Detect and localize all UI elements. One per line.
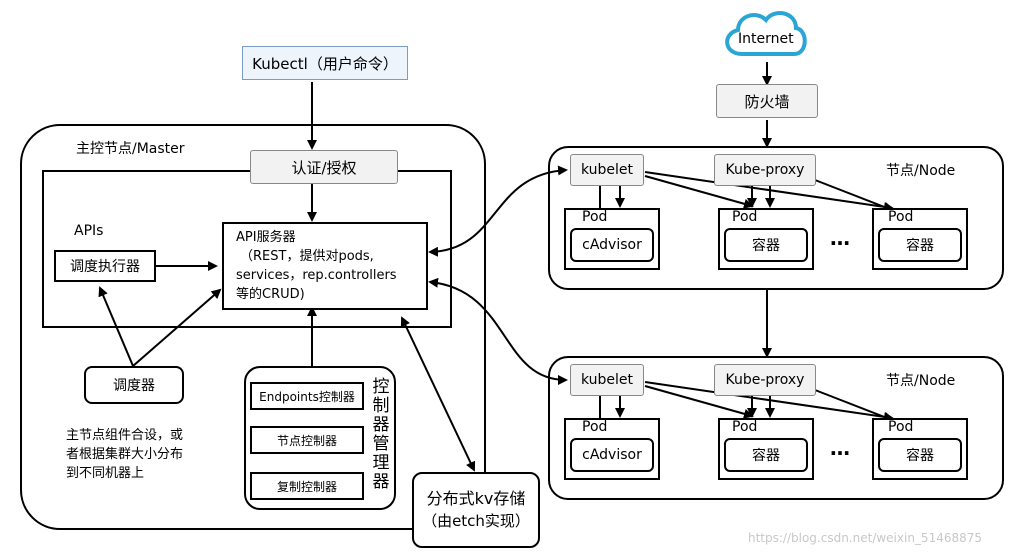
scheduler-exec-box: 调度执行器 [54, 250, 156, 282]
kv-store-line1: 分布式kv存储 [426, 489, 526, 508]
node2-title: 节点/Node [886, 373, 956, 389]
kv-store-box: 分布式kv存储 （由etch实现） [412, 472, 540, 548]
node2-pod-2-label: Pod [732, 419, 758, 435]
node1-pod-2-content-label: 容器 [752, 238, 780, 254]
node2-pod-1-content: cAdvisor [570, 438, 654, 472]
arrow-api-kubelet2 [428, 277, 568, 385]
node2-frame [548, 356, 1004, 500]
arrow-scheduler-api [132, 288, 222, 367]
node2-kubelet-box: kubelet [570, 364, 644, 396]
cm-char: 器 [372, 415, 390, 435]
cm-char: 管 [372, 434, 390, 454]
node2-kubeproxy-label: Kube-proxy [725, 372, 805, 388]
cm-char: 理 [372, 453, 390, 473]
node1-kubeproxy-box: Kube-proxy [714, 154, 816, 186]
kubectl-box: Kubectl（用户命令） [242, 46, 408, 80]
auth-box: 认证/授权 [250, 150, 398, 184]
master-note-line: 者根据集群大小分布 [66, 447, 184, 462]
controller-manager-label: 控 制 器 管 理 器 [372, 378, 390, 492]
api-server-line2: services，rep.controllers [236, 268, 397, 283]
master-inner-frame [42, 170, 452, 328]
node2-pod-1-label: Pod [582, 419, 608, 435]
replication-controller-box: 复制控制器 [250, 472, 364, 500]
scheduler-exec-label: 调度执行器 [70, 259, 140, 275]
node1-pod-1-content-label: cAdvisor [582, 237, 642, 253]
node2-kubeproxy-box: Kube-proxy [714, 364, 816, 396]
cm-char: 控 [372, 377, 390, 397]
node2-pod-2-content-label: 容器 [752, 448, 780, 464]
master-title: 主控节点/Master [76, 141, 185, 157]
api-server-title: API服务器 [236, 230, 296, 245]
endpoints-controller-label: Endpoints控制器 [259, 389, 355, 404]
node1-ellipsis: … [830, 226, 850, 250]
api-server-box: API服务器 （REST，提供对pods, services，rep.contr… [222, 222, 428, 310]
node1-pod-3-content-label: 容器 [906, 238, 934, 254]
watermark: https://blog.csdn.net/weixin_51468875 [748, 531, 983, 545]
firewall-label: 防火墙 [744, 92, 790, 111]
kubectl-label: Kubectl（用户命令） [252, 54, 398, 73]
arrow-api-kv [400, 316, 476, 472]
node2-ellipsis: … [830, 436, 850, 460]
node1-frame [548, 146, 1004, 290]
node-controller-label: 节点控制器 [276, 433, 337, 448]
node1-kubelet-box: kubelet [570, 154, 644, 186]
kv-store-line2: （由etch实现） [422, 512, 530, 530]
node2-kubelet-label: kubelet [580, 372, 634, 388]
node1-pod-2-label: Pod [732, 209, 758, 225]
node-controller-box: 节点控制器 [250, 426, 364, 454]
master-frame [20, 124, 486, 530]
internet-label: Internet [738, 31, 794, 47]
apis-label: APIs [74, 223, 104, 239]
node2-pod-3-content-label: 容器 [906, 448, 934, 464]
scheduler-label: 调度器 [113, 378, 155, 394]
auth-label: 认证/授权 [291, 158, 357, 177]
node2-pod-2-content: 容器 [724, 438, 808, 472]
node1-pod-2-content: 容器 [724, 228, 808, 262]
cloud-icon [725, 11, 807, 56]
firewall-box: 防火墙 [716, 84, 818, 118]
node1-title: 节点/Node [886, 163, 956, 179]
api-server-line3: 等的CRUD) [236, 287, 305, 302]
node1-pod-1-content: cAdvisor [570, 228, 654, 262]
api-server-line1: （REST，提供对pods, [240, 249, 374, 264]
arrow-api-kubelet1 [428, 165, 568, 257]
cm-char: 制 [372, 396, 390, 416]
master-note: 主节点组件合设，或 者根据集群大小分布 到不同机器上 [66, 426, 183, 483]
node1-pod-1-label: Pod [582, 209, 608, 225]
endpoints-controller-box: Endpoints控制器 [250, 382, 364, 410]
replication-controller-label: 复制控制器 [276, 479, 337, 494]
node1-pod-3-content: 容器 [878, 228, 962, 262]
node1-kubelet-label: kubelet [580, 162, 634, 178]
node2-pod-1-content-label: cAdvisor [582, 447, 642, 463]
cm-char: 器 [372, 472, 390, 492]
node1-kubeproxy-label: Kube-proxy [725, 162, 805, 178]
controller-manager-frame [244, 366, 396, 510]
scheduler-box: 调度器 [84, 366, 184, 404]
master-note-line: 到不同机器上 [66, 466, 145, 481]
node1-pod-3-label: Pod [888, 209, 914, 225]
node2-pod-3-content: 容器 [878, 438, 962, 472]
master-note-line: 主节点组件合设，或 [66, 428, 184, 443]
node2-pod-3-label: Pod [888, 419, 914, 435]
